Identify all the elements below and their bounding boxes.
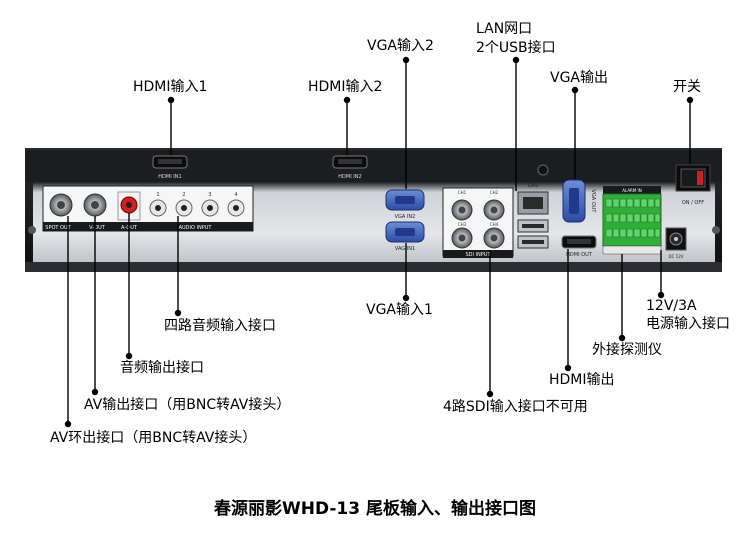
callout-power-spec: 12V/3A	[646, 298, 697, 314]
sdi-input-block: SDI INPUT CH1 CH2 CH3 CH4	[442, 187, 514, 258]
sdi-input-panel-label: SDI INPUT	[465, 252, 491, 258]
callout-av-output: AV输出接口（用BNC转AV接头）	[84, 397, 291, 413]
dc-power-jack: DC 12V	[665, 227, 687, 259]
vga-out-panel-label: VGA OUT	[590, 190, 596, 214]
alarm-in-panel-label: ALARM IN	[622, 188, 641, 193]
power-switch: ON / OFF	[675, 164, 711, 206]
alarm-terminal-block: ALARM IN	[602, 186, 662, 255]
callout-lan-port: LAN网口	[476, 21, 533, 37]
leader-lines	[64, 56, 694, 428]
reset-hole	[537, 164, 549, 176]
sdi-ch3-label: CH3	[458, 222, 467, 227]
audio-ch2-label: 2	[182, 192, 185, 198]
lan-panel-label: LAN	[528, 183, 538, 189]
vga-in1-port: VAG IN1	[385, 221, 425, 252]
callout-av-loop-output: AV环出接口（用BNC转AV接头）	[50, 430, 257, 446]
screw-right	[712, 226, 720, 234]
switch-rocker-indicator	[697, 171, 703, 185]
callout-vga-input-1: VGA输入1	[366, 302, 433, 318]
callout-hdmi-output: HDMI输出	[549, 372, 615, 388]
callout-usb-ports: 2个USB接口	[476, 40, 556, 56]
callout-power-switch: 开关	[673, 79, 701, 95]
callout-hdmi-input-2: HDMI输入2	[308, 79, 383, 95]
callout-audio-output: 音频输出接口	[120, 360, 204, 376]
spot-out-panel-label: SPOT OUT	[45, 225, 71, 231]
lan-usb-block: LAN	[517, 164, 549, 249]
hdmi-out-panel-label: HDMI OUT	[566, 252, 593, 258]
device-bottom-lip	[25, 262, 722, 272]
hdmi-in1-panel-label: HDMI IN1	[158, 174, 181, 180]
vga-in2-panel-label: VGA IN2	[395, 214, 416, 220]
audio-ch3-label: 3	[208, 192, 211, 198]
sdi-ch2-label: CH2	[490, 190, 499, 195]
vga-in2-port: VGA IN2	[385, 189, 425, 220]
left-connector-block: SPOT OUT V-OUT A-OUT AUDIO INPUT 1 2 3 4	[42, 185, 254, 232]
device-top-edge	[25, 150, 722, 182]
dc-panel-label: DC 12V	[669, 254, 684, 259]
diagram-caption: 春源丽影WHD-13 尾板输入、输出接口图	[213, 499, 537, 519]
hdmi-in1-port: HDMI IN1	[152, 155, 188, 180]
audio-ch1-label: 1	[156, 192, 159, 198]
callout-alarm-detector: 外接探测仪	[592, 342, 662, 358]
on-off-panel-label: ON / OFF	[682, 200, 704, 206]
sdi-ch4-label: CH4	[490, 222, 499, 227]
callout-sdi-input: 4路SDI输入接口不可用	[443, 399, 588, 415]
hdmi-out-port: HDMI OUT	[561, 235, 597, 258]
v-out-panel-label: V-OUT	[89, 225, 106, 231]
vga-in1-panel-label: VAG IN1	[395, 246, 415, 252]
callout-vga-output: VGA输出	[550, 70, 609, 86]
audio-input-panel-label: AUDIO INPUT	[179, 225, 213, 231]
callout-vga-input-2: VGA输入2	[367, 38, 434, 54]
callout-hdmi-input-1: HDMI输入1	[133, 79, 208, 95]
hdmi-in2-panel-label: HDMI IN2	[338, 174, 361, 180]
callout-power-input: 电源输入接口	[646, 316, 730, 332]
hdmi-in2-port: HDMI IN2	[332, 155, 368, 180]
screw-left	[28, 226, 36, 234]
audio-ch4-label: 4	[234, 192, 237, 198]
sdi-ch1-label: CH1	[458, 190, 467, 195]
callout-audio-input: 四路音频输入接口	[164, 318, 276, 334]
vga-out-port: VGA OUT	[562, 179, 596, 223]
